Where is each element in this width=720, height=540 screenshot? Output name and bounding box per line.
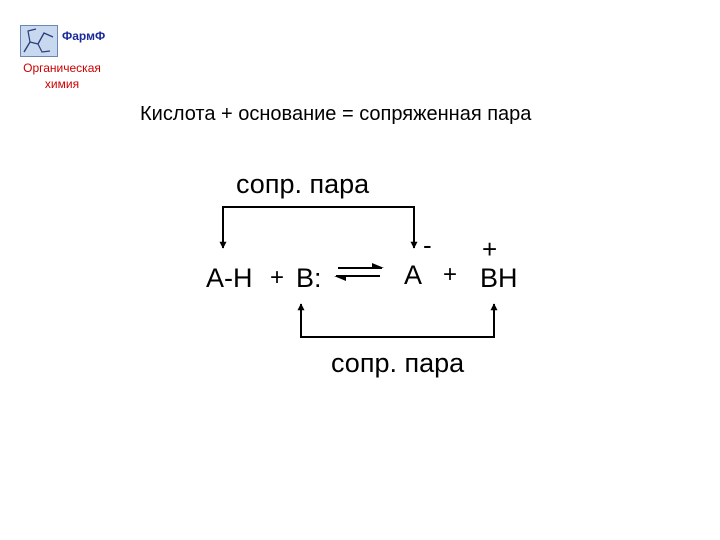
caption-line-1: Органическая [23,61,101,75]
base-formula: B: [296,263,322,293]
anion-charge: - [423,230,432,260]
top-pair-label: сопр. пара [236,169,370,199]
equilibrium-arrows [334,263,384,281]
bottom-pair-label: сопр. пара [331,348,465,378]
bottom-pair-bracket-arrow [297,303,498,338]
anion-formula: A [404,260,422,290]
plus-sign-1: + [270,264,284,291]
top-pair-bracket-arrow [219,206,418,249]
acid-formula: A-H [206,263,253,293]
slide-title: Кислота + основание = сопряженная пара [140,103,532,125]
subject-caption: Органическая химия [0,60,124,92]
cation-formula: BH [480,263,518,293]
logo-icon [20,25,58,57]
cation-charge: + [482,234,497,264]
caption-line-2: химия [44,77,80,91]
logo-name: ФармФ [62,29,106,43]
plus-sign-2: + [443,261,457,288]
